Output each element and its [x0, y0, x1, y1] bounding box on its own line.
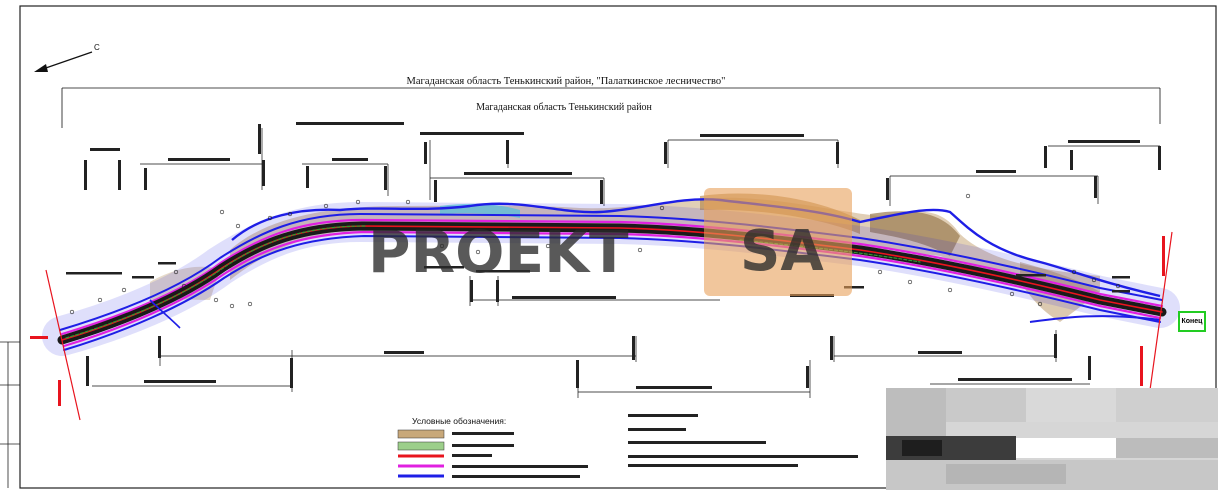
pixelated-overlay — [886, 388, 1218, 490]
legend-caption — [452, 444, 514, 447]
survey-points — [69, 193, 1121, 315]
north-label: С — [94, 43, 100, 52]
watermark-text-left: PROEKT — [368, 218, 629, 286]
legend-caption — [628, 428, 686, 431]
legend: Условные обозначения: — [397, 414, 858, 478]
legend-title: Условные обозначения: — [412, 416, 506, 426]
lower-dimension-captions — [144, 294, 1072, 389]
legend-swatch-slope — [397, 429, 445, 439]
region-title: Магаданская область Тенькинский район, "… — [407, 76, 726, 87]
legend-caption — [452, 432, 514, 435]
legend-caption — [628, 414, 698, 417]
lower-dimension-lines — [92, 276, 1090, 398]
legend-caption — [452, 454, 492, 457]
legend-caption — [452, 465, 588, 468]
forest-boundary-line — [1029, 315, 1161, 323]
watermark-badge — [704, 188, 852, 296]
legend-caption — [628, 464, 798, 467]
end-point-label: Конец — [1178, 311, 1206, 332]
watermark-text-right: SA — [740, 219, 824, 284]
legend-caption — [628, 455, 858, 458]
district-title: Магаданская область Тенькинский район — [476, 102, 652, 113]
forest-boundary-line — [149, 299, 181, 329]
legend-caption — [452, 475, 580, 478]
upper-dimension-captions — [90, 122, 1140, 175]
section-captions — [30, 236, 1165, 406]
upper-dimension-lines — [140, 128, 1160, 206]
road-corridor — [42, 201, 1180, 356]
legend-caption — [628, 441, 766, 444]
section-lines — [45, 231, 1173, 421]
legend-swatch-green — [397, 441, 445, 451]
north-arrow-icon: С — [34, 43, 100, 72]
watermark: PROEKT SA — [368, 188, 852, 296]
point-labels — [66, 262, 1130, 293]
station-captions — [84, 124, 1161, 388]
sheet-frame — [19, 5, 1217, 489]
